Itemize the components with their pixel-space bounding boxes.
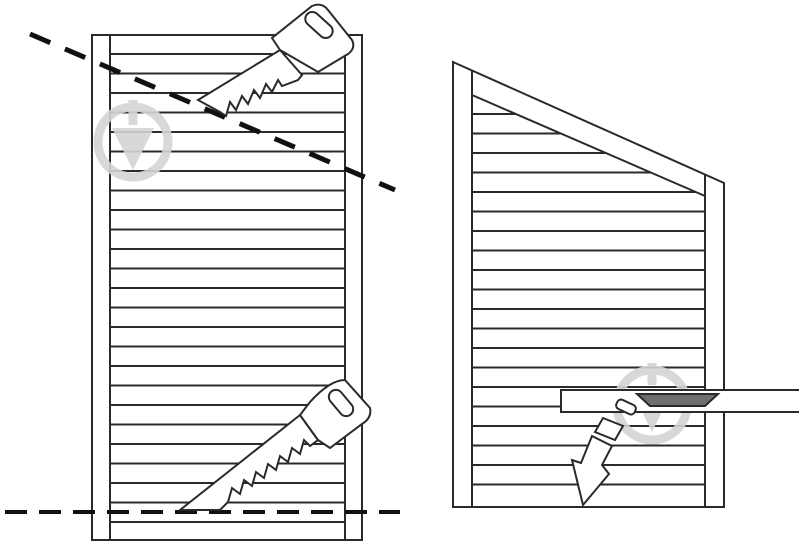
watermark-icon [93, 100, 173, 182]
saw-icon-top [196, 3, 355, 118]
left-outer-frame [91, 34, 363, 541]
left-shutter-panel [91, 34, 363, 541]
right-slats [472, 113, 705, 486]
left-slats [110, 53, 345, 523]
arrow-down-left-icon [570, 398, 637, 508]
right-outer-frame [452, 60, 725, 508]
right-shutter-panel [452, 60, 725, 508]
cut-line-top [29, 31, 396, 193]
right-inner-diagonal [471, 94, 706, 197]
saw-icon-bottom [177, 378, 372, 511]
plane-tool-icon [560, 389, 799, 413]
